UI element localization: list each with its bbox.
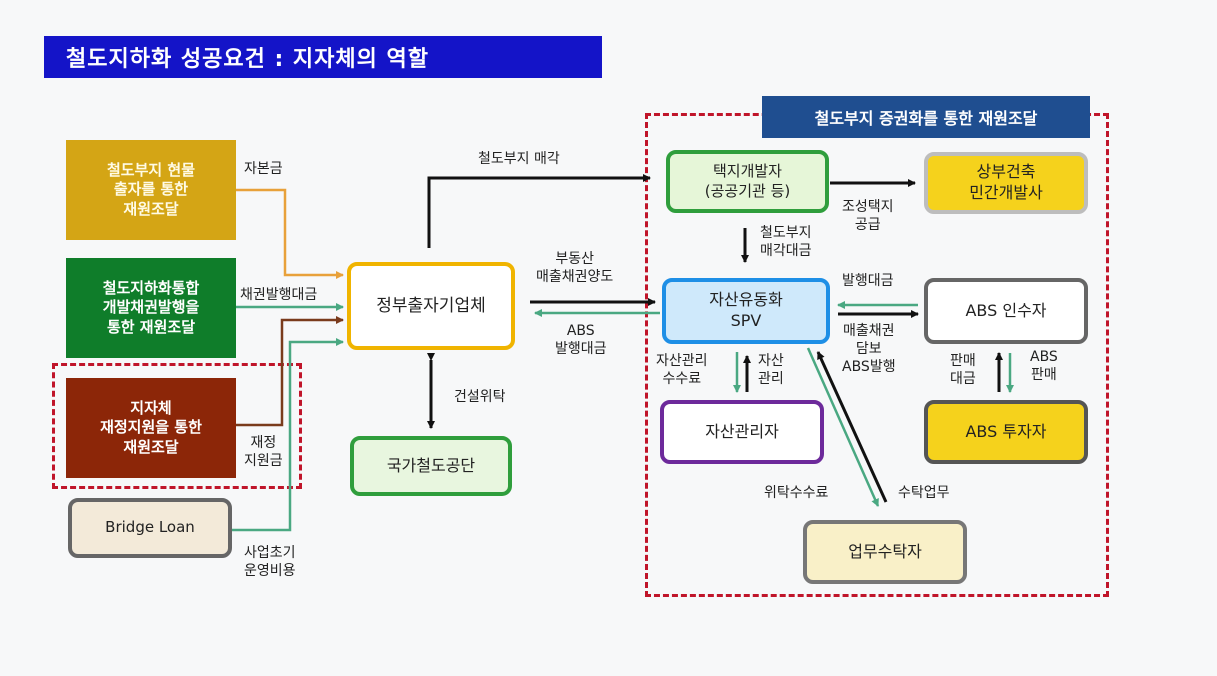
sale-price-label: 판매 대금 bbox=[950, 353, 976, 388]
bridge-loan-arrow bbox=[232, 338, 344, 532]
government-funded-enterprise-box: 정부출자기업체 bbox=[347, 262, 515, 350]
mgmt-fee-label: 자산관리 수수료 bbox=[656, 353, 708, 388]
abs-proceeds-label: ABS 발행대금 bbox=[555, 323, 607, 358]
private-builder-box: 상부건축 민간개발사 bbox=[924, 152, 1088, 214]
fiscal-support-arrow bbox=[236, 316, 344, 427]
capital-label: 자본금 bbox=[244, 161, 283, 177]
trust-work-arrow bbox=[816, 351, 888, 503]
trust-fee-arrow bbox=[806, 347, 880, 507]
page-title: 철도지하화 성공요건 : 지자체의 역할 bbox=[44, 36, 602, 78]
local-fiscal-support-box: 지자체 재정지원을 통한 재원조달 bbox=[66, 378, 236, 478]
trustee-box: 업무수탁자 bbox=[803, 520, 967, 584]
abs-sale-label: ABS 판매 bbox=[1030, 349, 1058, 384]
construction-label: 건설위탁 bbox=[454, 389, 506, 405]
issue-proceeds-label: 발행대금 bbox=[842, 273, 894, 289]
bridge-loan-box: Bridge Loan bbox=[68, 498, 232, 558]
trust-work-label: 수탁업무 bbox=[898, 485, 950, 501]
land-price-label: 철도부지 매각대금 bbox=[760, 225, 812, 260]
asset-manager-box: 자산관리자 bbox=[660, 400, 824, 464]
initial-cost-label: 사업초기 운영비용 bbox=[244, 545, 296, 580]
local-government-highlight-frame bbox=[52, 363, 302, 489]
fiscal-support-label: 재정 지원금 bbox=[244, 435, 283, 470]
spv-box: 자산유동화 SPV bbox=[662, 278, 830, 344]
abs-investor-box: ABS 투자자 bbox=[924, 400, 1088, 464]
land-contribution-box: 철도부지 현물 출자를 통한 재원조달 bbox=[66, 140, 236, 240]
bond-proceeds-label: 채권발행대금 bbox=[240, 287, 318, 303]
abs-buyer-box: ABS 인수자 bbox=[924, 278, 1088, 344]
receivables-label: 부동산 매출채권양도 bbox=[536, 251, 614, 286]
national-rail-authority-box: 국가철도공단 bbox=[350, 436, 512, 496]
asset-mgmt-label: 자산 관리 bbox=[758, 353, 784, 388]
section-title: 철도부지 증권화를 통한 재원조달 bbox=[762, 96, 1090, 138]
land-supply-label: 조성택지 공급 bbox=[842, 199, 894, 234]
land-sale-arrow bbox=[427, 174, 651, 248]
secured-abs-label: 매출채권 담보 ABS발행 bbox=[842, 323, 896, 376]
land-developer-box: 택지개발자 (공공기관 등) bbox=[666, 150, 829, 213]
capital-flow-arrow bbox=[236, 188, 344, 279]
bond-issuance-box: 철도지하화통합 개발채권발행을 통한 재원조달 bbox=[66, 258, 236, 358]
trust-fee-label: 위탁수수료 bbox=[764, 485, 829, 501]
land-sale-label: 철도부지 매각 bbox=[478, 151, 560, 167]
